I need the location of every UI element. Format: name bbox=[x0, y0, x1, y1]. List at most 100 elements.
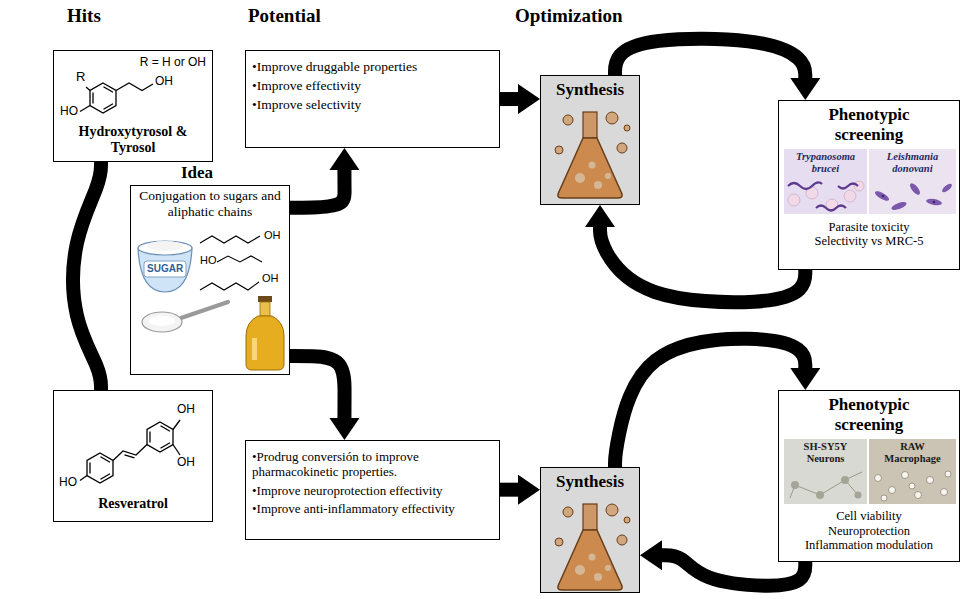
box-text: Synthesis bbox=[543, 472, 637, 492]
micrograph-panel: Leishmania donovani bbox=[869, 149, 956, 214]
fatty-chains bbox=[200, 236, 260, 243]
box-body-text: •Improve anti-inflammatory effectivity bbox=[252, 501, 493, 516]
resveratrol-structure bbox=[80, 476, 87, 481]
hydroxytyrosol-structure bbox=[92, 93, 93, 104]
macrophage-micrograph bbox=[875, 471, 952, 501]
atom-label: HO bbox=[200, 254, 217, 267]
box-body-text: •Improve neuroprotection effectivity bbox=[252, 483, 493, 498]
oil-bottle bbox=[246, 316, 284, 370]
box-body-text: Cell viability bbox=[783, 509, 955, 524]
box-body-text: Conjugation to sugars and aliphatic chai… bbox=[135, 188, 285, 220]
sugar-bowl bbox=[138, 241, 192, 292]
resveratrol-structure bbox=[101, 474, 111, 480]
micrograph-panel: Trypanosoma brucei bbox=[784, 149, 867, 214]
flow-arrow bbox=[600, 227, 805, 302]
flow-arrow bbox=[290, 356, 345, 418]
box-text: Phenotypic screening bbox=[804, 105, 934, 145]
atom-label: OH bbox=[264, 229, 281, 242]
label-anchor: HO bbox=[59, 476, 77, 490]
label-anchor: OH bbox=[155, 75, 173, 89]
trypanosoma-micrograph bbox=[784, 149, 867, 214]
atom-label: HO bbox=[59, 476, 77, 490]
label-anchor: HO bbox=[200, 254, 217, 267]
screening-box: Phenotypic screeningParasite toxicitySel… bbox=[778, 100, 960, 270]
flow-arrow bbox=[500, 92, 518, 106]
trypanosoma-micrograph bbox=[838, 184, 858, 189]
fatty-chains bbox=[200, 282, 259, 290]
macrophage-micrograph bbox=[869, 439, 956, 504]
resveratrol-structure bbox=[80, 420, 180, 483]
box-body-text: •Improve selectivity bbox=[252, 97, 493, 113]
neuron-micrograph bbox=[791, 481, 799, 489]
box-text: •Improve druggable properties bbox=[252, 59, 493, 75]
box-body-text: Inflammation modulation bbox=[783, 538, 955, 553]
leishmania-micrograph bbox=[874, 189, 891, 202]
label-anchor: Hits bbox=[67, 5, 101, 27]
synthesis-box: Synthesis bbox=[540, 75, 640, 205]
atom-label: OH bbox=[155, 75, 173, 89]
trypanosoma-micrograph bbox=[816, 206, 846, 211]
box-text: Phenotypic screening bbox=[804, 395, 934, 435]
macrophage-micrograph bbox=[875, 475, 882, 482]
flow-arrow bbox=[615, 339, 805, 467]
box-body-text: •Improve effectivity bbox=[252, 78, 493, 94]
resveratrol-structure bbox=[147, 422, 173, 452]
neuron-micrograph bbox=[795, 485, 820, 495]
resveratrol-structure bbox=[87, 453, 113, 483]
leishmania-micrograph bbox=[908, 182, 922, 197]
hydroxytyrosol-structure bbox=[80, 83, 153, 113]
oil-bottle bbox=[260, 302, 270, 316]
resveratrol-structure bbox=[161, 426, 171, 432]
resveratrol-structure bbox=[113, 445, 147, 461]
label-anchor: OH bbox=[177, 456, 195, 470]
box-body-text: Parasite toxicity bbox=[783, 220, 955, 235]
neuron-micrograph bbox=[784, 439, 867, 504]
leishmania-micrograph bbox=[933, 201, 936, 204]
leishmania-micrograph bbox=[941, 182, 953, 194]
leishmania-micrograph bbox=[890, 200, 907, 211]
leishmania-micrograph bbox=[926, 198, 943, 207]
fatty-chains bbox=[217, 256, 262, 262]
box-body-text: Neuroprotection bbox=[783, 524, 955, 539]
spoon bbox=[142, 302, 228, 332]
sugar-bowl bbox=[144, 261, 186, 277]
label-anchor: R bbox=[76, 70, 85, 85]
micrograph-panel: SH-SY5Y Neurons bbox=[784, 439, 867, 504]
trypanosoma-micrograph bbox=[788, 182, 822, 189]
label-anchor: OH bbox=[262, 272, 279, 285]
box-text: Leishmania donovani bbox=[872, 151, 953, 176]
hydroxytyrosol-structure bbox=[90, 83, 116, 113]
trypanosoma-micrograph bbox=[844, 190, 856, 202]
atom-label: OH bbox=[177, 403, 195, 417]
label-anchor: HO bbox=[60, 105, 78, 119]
neuron-micrograph bbox=[855, 492, 862, 499]
trypanosoma-micrograph bbox=[854, 181, 864, 191]
neuron-micrograph bbox=[820, 480, 845, 495]
macrophage-micrograph bbox=[881, 495, 887, 501]
trypanosoma-micrograph bbox=[784, 149, 867, 214]
flow-arrow bbox=[500, 483, 518, 497]
leishmania-micrograph bbox=[869, 149, 956, 214]
box-text: Idea bbox=[181, 163, 285, 183]
flow-arrow bbox=[662, 555, 805, 586]
oil-bottle bbox=[258, 296, 272, 302]
column-heading: Potential bbox=[248, 5, 321, 27]
atom-label: OH bbox=[262, 272, 279, 285]
resveratrol-structure bbox=[161, 443, 171, 449]
neuron-micrograph bbox=[816, 491, 824, 499]
screening-box: Phenotypic screeningCell viabilityNeurop… bbox=[778, 390, 960, 562]
resveratrol-structure bbox=[149, 432, 150, 443]
leishmania-micrograph bbox=[869, 149, 956, 214]
macrophage-micrograph bbox=[889, 487, 896, 494]
macrophage-micrograph bbox=[869, 439, 956, 504]
label-anchor: OH bbox=[177, 403, 195, 417]
resveratrol-structure bbox=[125, 455, 135, 458]
hydroxytyrosol-structure bbox=[86, 87, 90, 91]
hydroxytyrosol-structure bbox=[116, 83, 153, 91]
box-text: SH-SY5Y Neurons bbox=[787, 441, 864, 466]
neuron-micrograph bbox=[841, 476, 849, 484]
sugar-bowl bbox=[138, 241, 192, 255]
box-text: Resveratrol bbox=[58, 496, 208, 513]
atom-label: OH bbox=[177, 456, 195, 470]
macrophage-micrograph bbox=[902, 472, 909, 479]
